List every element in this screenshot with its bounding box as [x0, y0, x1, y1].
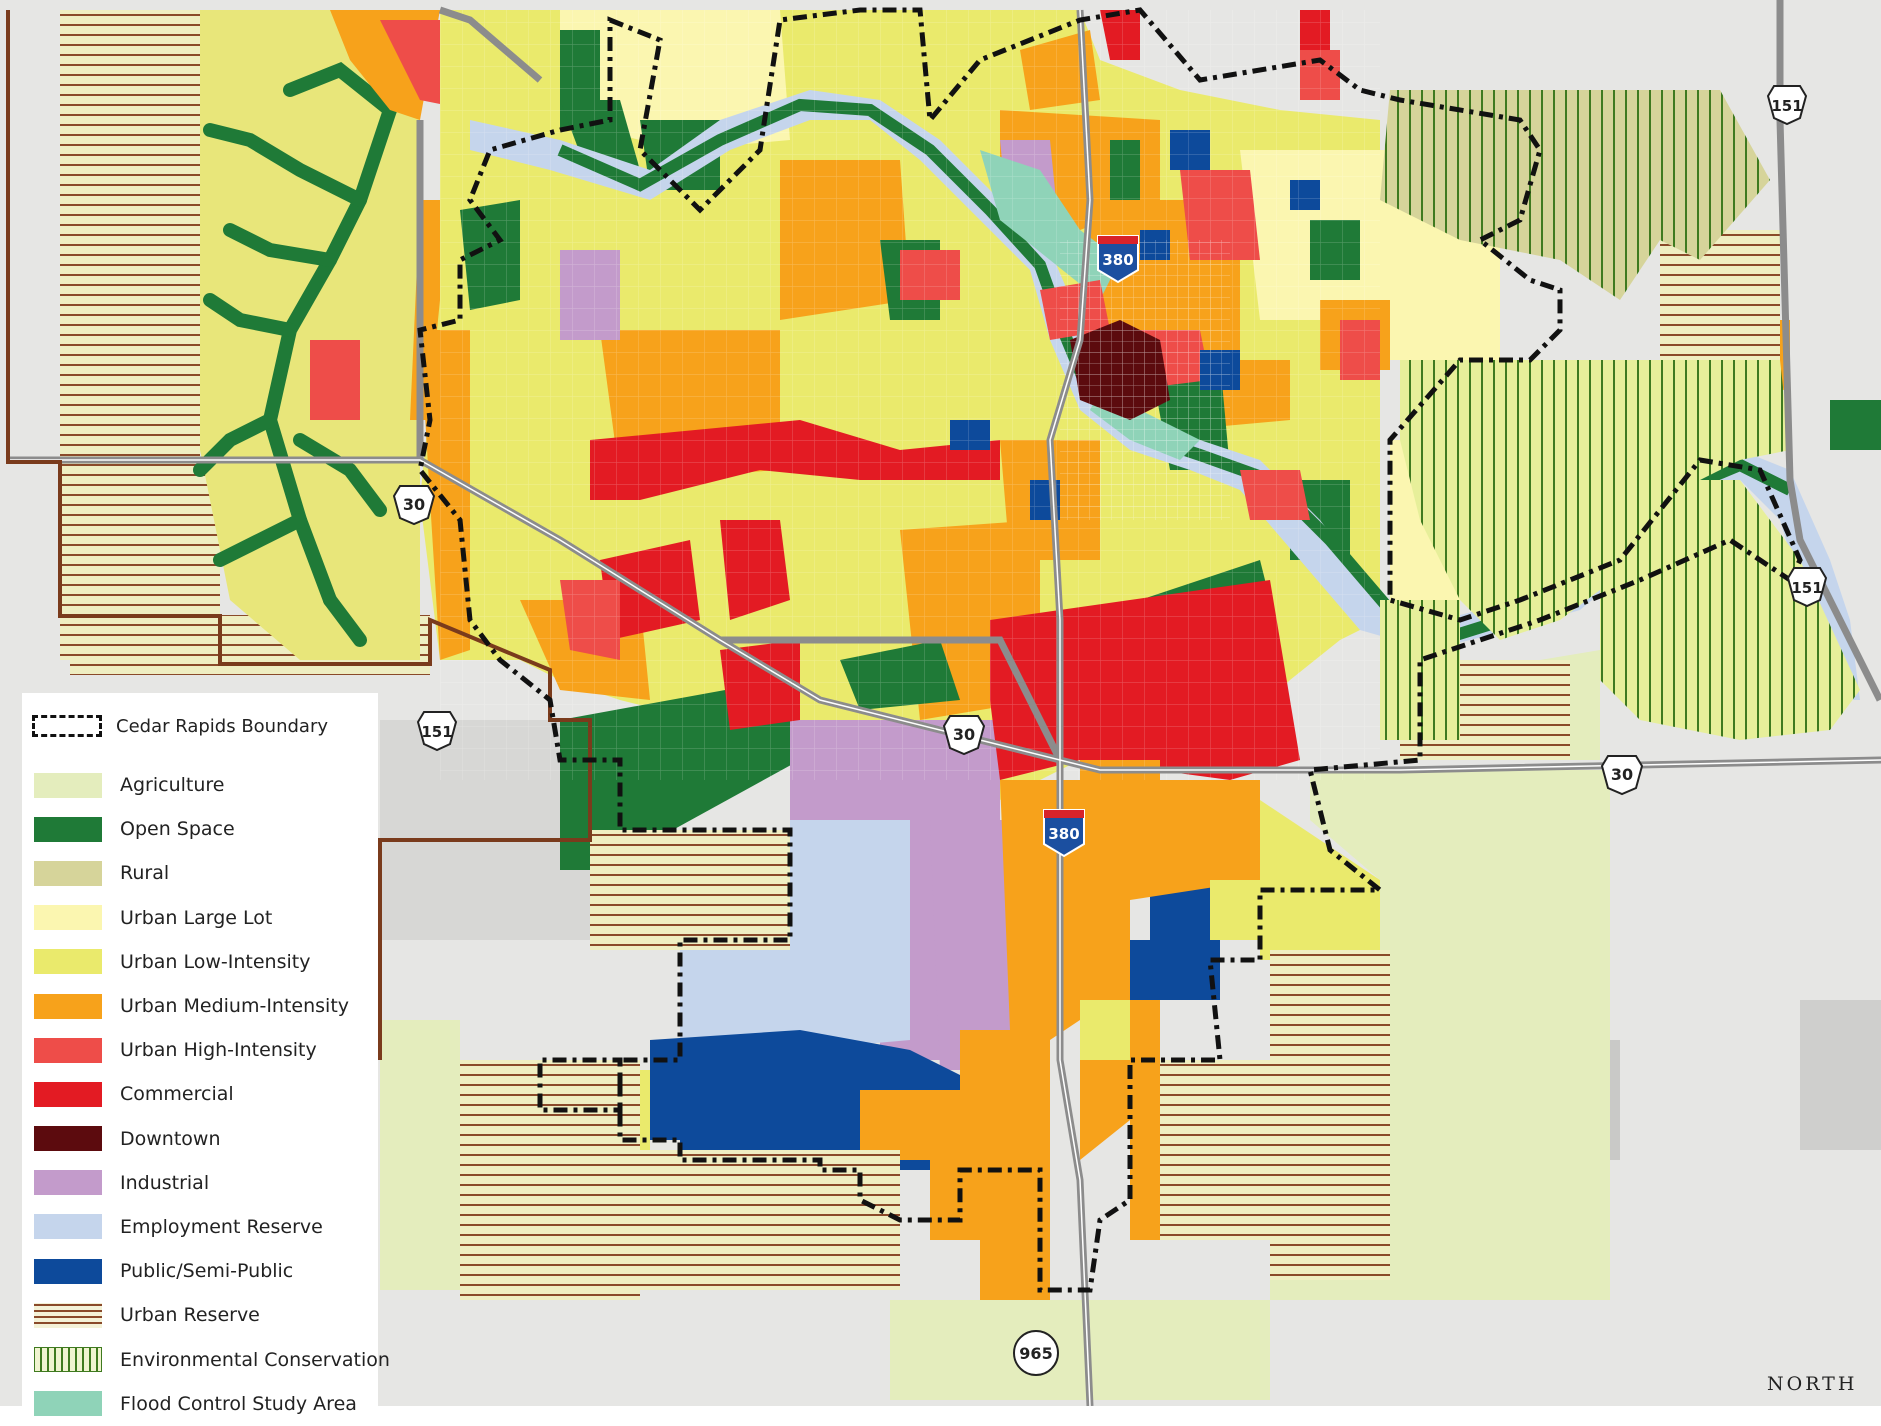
legend-item: Downtown	[34, 1117, 390, 1161]
legend-item: Urban Medium-Intensity	[34, 984, 390, 1028]
legend-label: Urban Low-Intensity	[120, 950, 311, 973]
svg-text:380: 380	[1102, 251, 1133, 269]
zone-urban-medium-south	[860, 780, 1080, 1390]
legend-swatch	[34, 1037, 102, 1063]
city-boundary	[417, 7, 1803, 1293]
legend-label: Industrial	[120, 1171, 210, 1194]
legend-swatch	[34, 1214, 102, 1240]
legend-swatch	[34, 1081, 102, 1107]
legend-label: Urban High-Intensity	[120, 1039, 317, 1062]
legend-swatch	[34, 772, 102, 798]
hwy-shield-us30-e: 30	[1600, 755, 1644, 796]
legend-swatch	[34, 1302, 102, 1328]
legend-item: Commercial	[34, 1072, 390, 1116]
svg-text:965: 965	[1019, 1344, 1052, 1363]
legend-item: Urban Reserve	[34, 1293, 390, 1337]
legend-label: Agriculture	[120, 774, 225, 797]
hwy-shield-965: 965	[1013, 1330, 1059, 1376]
legend-swatch	[34, 949, 102, 975]
legend-label: Rural	[120, 862, 170, 885]
legend-boundary-row: Cedar Rapids Boundary	[32, 711, 328, 741]
legend-item: Public/Semi-Public	[34, 1249, 390, 1293]
legend-label: Commercial	[120, 1083, 234, 1106]
hwy-shield-us30-w: 30	[392, 485, 436, 526]
zone-urban-reserve-west	[60, 10, 200, 460]
svg-text:30: 30	[403, 495, 425, 514]
legend-label: Urban Medium-Intensity	[120, 995, 350, 1018]
zone-open-space-west	[193, 23, 427, 647]
legend-label: Employment Reserve	[120, 1215, 323, 1238]
north-arrow-label: NORTH	[1767, 1373, 1858, 1395]
hwy-shield-us151-ne: 151	[1766, 85, 1808, 126]
legend-swatch	[34, 860, 102, 886]
hwy-shield-us151-e: 151	[1786, 567, 1828, 608]
svg-text:380: 380	[1048, 825, 1079, 843]
legend-swatch	[34, 905, 102, 931]
legend-label: Downtown	[120, 1127, 221, 1150]
legend-label: Open Space	[120, 818, 235, 841]
county-boundary	[6, 10, 592, 1060]
legend-label: Urban Reserve	[120, 1304, 260, 1327]
legend-item: Urban Large Lot	[34, 896, 390, 940]
legend-item: Environmental Conservation	[34, 1337, 390, 1381]
svg-text:151: 151	[421, 723, 452, 741]
legend-swatch	[34, 1126, 102, 1152]
legend-label: Urban Large Lot	[120, 906, 273, 929]
legend-swatch	[34, 1347, 102, 1373]
legend-label: Flood Control Study Area	[120, 1392, 357, 1415]
legend-label: Public/Semi-Public	[120, 1260, 294, 1283]
legend-item: Employment Reserve	[34, 1205, 390, 1249]
zone-env-conservation	[1380, 90, 1770, 300]
svg-text:30: 30	[953, 725, 975, 744]
legend-item: Industrial	[34, 1161, 390, 1205]
legend-item: Agriculture	[34, 763, 390, 807]
svg-text:30: 30	[1611, 765, 1633, 784]
hwy-shield-us151-w: 151	[416, 711, 458, 752]
hwy-shield-us30-c: 30	[942, 715, 986, 756]
legend-item: Urban High-Intensity	[34, 1028, 390, 1072]
legend-swatch	[34, 816, 102, 842]
svg-text:151: 151	[1771, 97, 1802, 115]
zone-urban-reserve-south	[590, 830, 790, 950]
legend-item: Urban Low-Intensity	[34, 940, 390, 984]
hwy-shield-i380-s: 380	[1043, 809, 1085, 858]
hwy-shield-i380-n: 380	[1097, 235, 1139, 284]
legend-item: Flood Control Study Area	[34, 1382, 390, 1426]
boundary-swatch	[32, 715, 102, 737]
legend-swatch	[34, 1258, 102, 1284]
legend-swatch	[34, 1391, 102, 1417]
legend-boundary-label: Cedar Rapids Boundary	[116, 715, 329, 737]
legend-swatch	[34, 1170, 102, 1196]
legend-item: Open Space	[34, 807, 390, 851]
svg-text:151: 151	[1791, 579, 1822, 597]
legend-swatch	[34, 993, 102, 1019]
legend-item: Rural	[34, 851, 390, 895]
legend-label: Environmental Conservation	[120, 1348, 390, 1371]
